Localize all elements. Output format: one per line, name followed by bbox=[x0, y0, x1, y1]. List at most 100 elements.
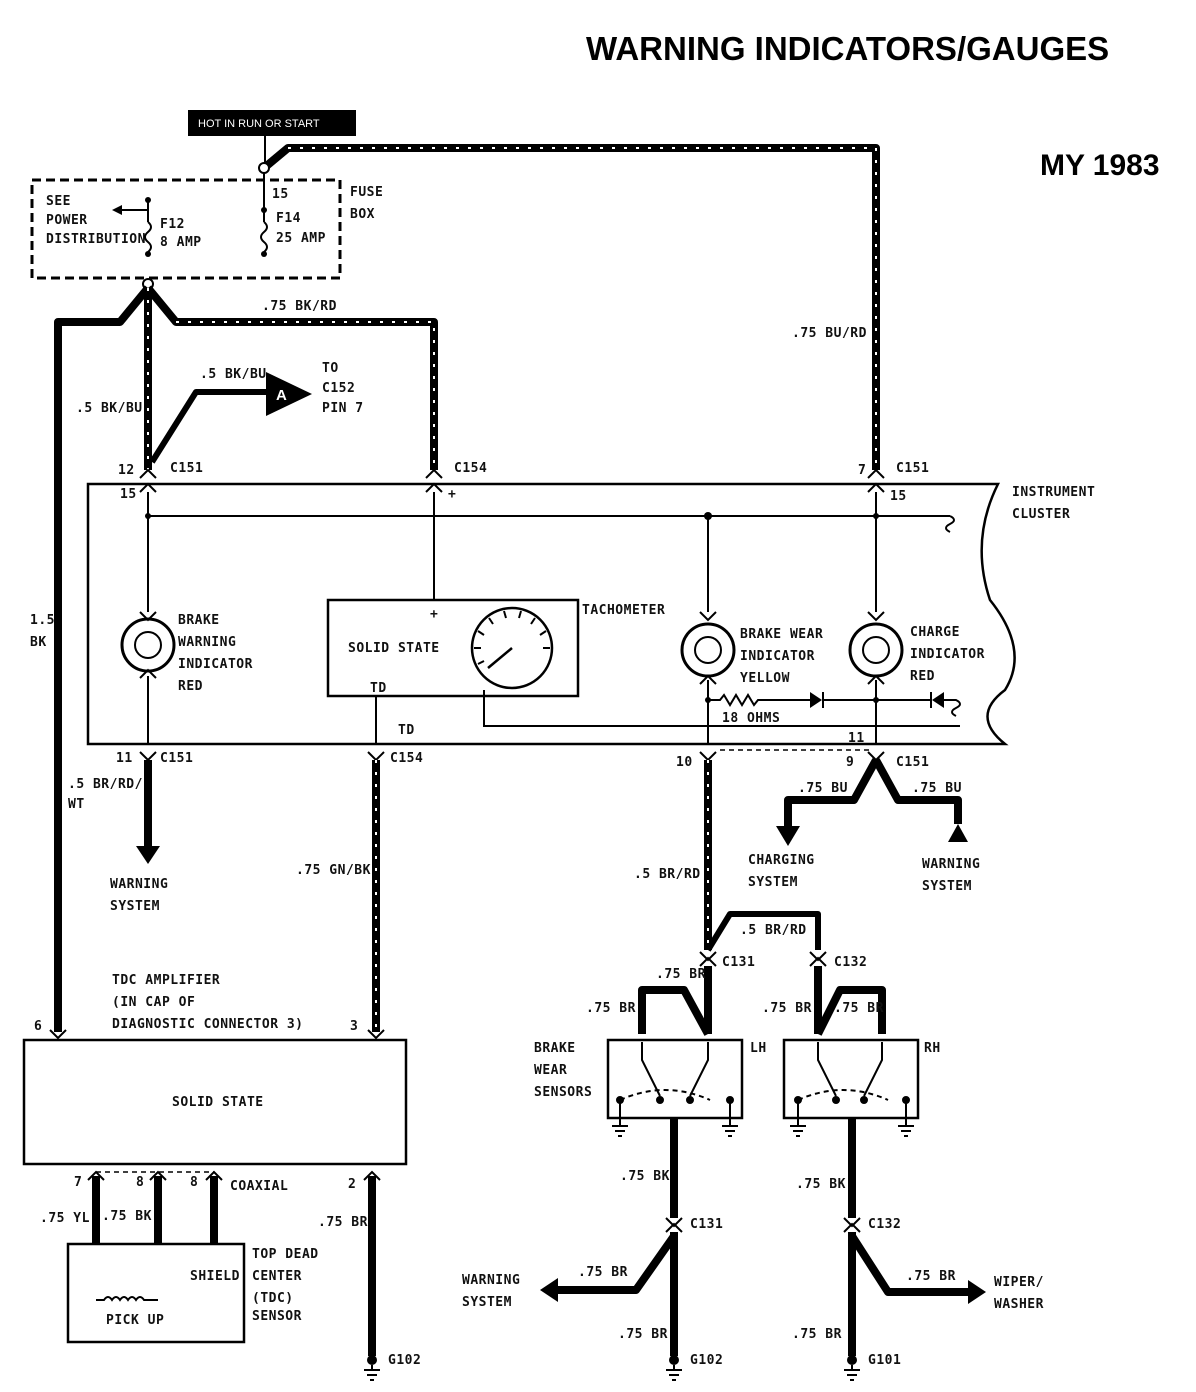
charge-label-2: INDICATOR bbox=[910, 647, 985, 662]
label-75-gn-bk: .75 GN/BK bbox=[296, 863, 371, 878]
tdc-amplifier-box bbox=[22, 1038, 408, 1166]
instrument-cluster-outline bbox=[86, 482, 1016, 746]
arrow-warning-bottom bbox=[540, 1278, 558, 1302]
f14-amp: 25 AMP bbox=[276, 231, 326, 246]
brake-wear-label-1: BRAKE WEAR bbox=[740, 627, 823, 642]
wire-1-5-bk bbox=[54, 285, 152, 1032]
wire-75-br-ws-left bbox=[556, 1233, 678, 1294]
diode-1 bbox=[810, 692, 822, 708]
c151-br-arrow bbox=[867, 751, 885, 762]
hot-label-box bbox=[188, 110, 356, 136]
wire-5-bk-bu-branch bbox=[149, 389, 272, 464]
charge-terminals bbox=[867, 611, 885, 685]
label-75-br-rh-right: .75 BR bbox=[834, 1001, 884, 1016]
warning-system-left-2: SYSTEM bbox=[110, 899, 160, 914]
label-75-br-lh-left: .75 BR bbox=[586, 1001, 636, 1016]
connector-a-letter: A bbox=[276, 387, 287, 404]
wire-75-bu-rd bbox=[261, 144, 880, 470]
g102-right-ground bbox=[666, 1365, 682, 1381]
brake-warning-color: RED bbox=[178, 679, 203, 694]
pin-6-arrow bbox=[49, 1029, 67, 1040]
c151-left-arrow bbox=[139, 468, 157, 479]
c131-top-label: C131 bbox=[722, 955, 755, 970]
label-75-bk-rh: .75 BK bbox=[796, 1177, 846, 1192]
tdc-sensor-box bbox=[66, 1242, 246, 1344]
label-75-bu-left: .75 BU bbox=[798, 781, 848, 796]
td-label-1: TD bbox=[370, 681, 387, 696]
wire-75-bu-right bbox=[872, 758, 962, 824]
label-5-br-rd-c132: .5 BR/RD bbox=[740, 923, 807, 938]
charge-bulb-filament bbox=[862, 636, 890, 664]
c154-top-arrow bbox=[425, 468, 443, 479]
charge-bulb bbox=[848, 622, 904, 678]
c151-left-arrow-inner bbox=[139, 482, 157, 493]
label-75-bu-rd: .75 BU/RD bbox=[792, 326, 867, 341]
pin-11: 11 bbox=[116, 751, 133, 766]
rh-sensor-box bbox=[782, 1038, 920, 1120]
g102-right-node bbox=[669, 1355, 679, 1365]
charge-color: RED bbox=[910, 669, 935, 684]
pin-15-left: 15 bbox=[120, 487, 137, 502]
f12-fuse-element bbox=[144, 221, 152, 253]
f14-fuse-element bbox=[260, 221, 268, 253]
c132-top-symbol bbox=[809, 951, 827, 967]
page-title: WARNING INDICATORS/GAUGES bbox=[586, 30, 1109, 67]
pin-11-inner: 11 bbox=[848, 731, 865, 746]
c151-br-label: C151 bbox=[896, 755, 929, 770]
pin-15-right: 15 bbox=[890, 489, 907, 504]
g102-left-ground bbox=[364, 1365, 380, 1381]
fuse-box-label-1: FUSE bbox=[350, 185, 383, 200]
label-5-br-rd-wt-2: WT bbox=[68, 797, 85, 812]
c131-bottom-label: C131 bbox=[690, 1217, 723, 1232]
c154-bottom-label: C154 bbox=[390, 751, 423, 766]
charge-label-1: CHARGE bbox=[910, 625, 960, 640]
pin-8-a: 8 bbox=[136, 1175, 144, 1190]
tdc-amp-3: DIAGNOSTIC CONNECTOR 3) bbox=[112, 1017, 304, 1032]
pin-2-arrow bbox=[363, 1170, 381, 1181]
pin-7: 7 bbox=[858, 463, 866, 478]
rh-sensor-internals bbox=[790, 1042, 914, 1137]
fuse-terminal-15: 15 bbox=[272, 187, 289, 202]
c151-left-label: C151 bbox=[170, 461, 203, 476]
connector-a-to-1: TO bbox=[322, 361, 339, 376]
label-5-br-rd: .5 BR/RD bbox=[634, 867, 701, 882]
c154-bottom-arrow bbox=[367, 751, 385, 762]
wiper-washer-2: WASHER bbox=[994, 1297, 1044, 1312]
g102-right-label: G102 bbox=[690, 1353, 723, 1368]
tdc-amp-2: (IN CAP OF bbox=[112, 995, 195, 1010]
brake-wear-color: YELLOW bbox=[740, 671, 790, 686]
f12-terminal-bottom bbox=[145, 251, 151, 257]
f12-terminal-top bbox=[145, 197, 151, 203]
warning-system-left-1: WARNING bbox=[110, 877, 168, 892]
brake-warning-bulb-filament bbox=[134, 631, 162, 659]
lh-sensor-internals bbox=[612, 1042, 738, 1137]
tdc-pin-arrows bbox=[87, 1170, 223, 1181]
c132-bottom-symbol bbox=[843, 1217, 861, 1233]
tachometer-label: TACHOMETER bbox=[582, 603, 665, 618]
label-75-br-g102: .75 BR bbox=[618, 1327, 668, 1342]
brake-wear-sensors-3: SENSORS bbox=[534, 1085, 592, 1100]
warning-system-bottom-1: WARNING bbox=[462, 1273, 520, 1288]
wire-75-bk-rd-stripe bbox=[176, 321, 435, 470]
brake-wear-label-2: INDICATOR bbox=[740, 649, 815, 664]
warning-system-right-1: WARNING bbox=[922, 857, 980, 872]
brake-wear-bulb bbox=[680, 622, 736, 678]
lh-label: LH bbox=[750, 1041, 767, 1056]
pin-9: 9 bbox=[846, 755, 854, 770]
label-1-5-bk-1: 1.5 bbox=[30, 613, 55, 628]
tdc-amp-1: TDC AMPLIFIER bbox=[112, 973, 220, 988]
g102-left-label: G102 bbox=[388, 1353, 421, 1368]
g101-label: G101 bbox=[868, 1353, 901, 1368]
label-75-bk-rd: .75 BK/RD bbox=[262, 299, 337, 314]
g101-ground bbox=[844, 1365, 860, 1381]
charging-system-2: SYSTEM bbox=[748, 875, 798, 890]
c151-right-label: C151 bbox=[896, 461, 929, 476]
warning-system-right-2: SYSTEM bbox=[922, 879, 972, 894]
tdc-pickup-coil bbox=[96, 1296, 158, 1302]
fuse-box-outline bbox=[30, 178, 342, 280]
power-dist-1: SEE bbox=[46, 194, 71, 209]
label-5-br-rd-wt-1: .5 BR/RD/ bbox=[68, 777, 143, 792]
label-1-5-bk-2: BK bbox=[30, 635, 47, 650]
brake-wear-sensors-2: WEAR bbox=[534, 1063, 567, 1078]
